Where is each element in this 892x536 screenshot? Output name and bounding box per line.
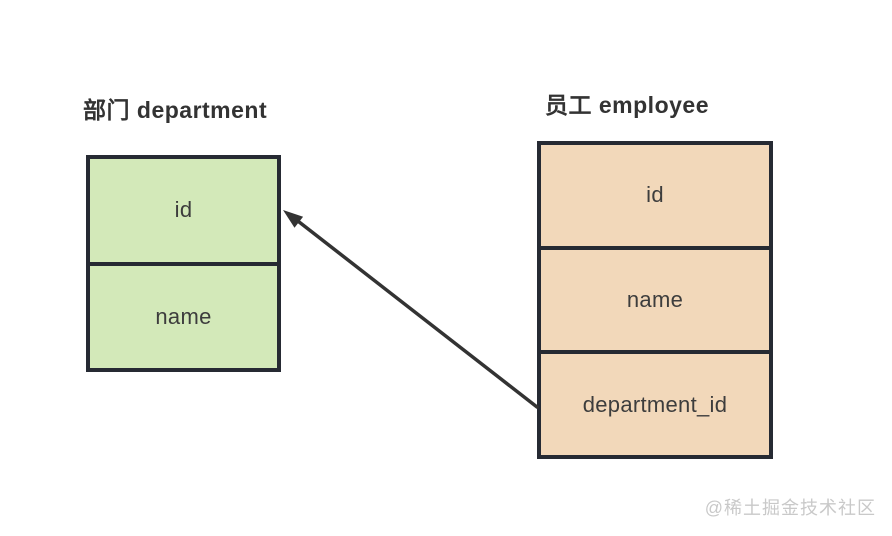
arrow-head — [283, 210, 304, 228]
watermark: @稀土掘金技术社区 — [704, 498, 876, 518]
employee-table-title: 员工 employee — [545, 92, 709, 118]
department-table-title: 部门 department — [83, 97, 268, 123]
employee-table: id name department_id — [537, 141, 773, 459]
arrow-line — [292, 216, 539, 409]
employee-row-department-id: department_id — [541, 350, 769, 455]
department-row-name: name — [90, 261, 277, 369]
department-table: id name — [86, 155, 281, 372]
department-row-id: id — [174, 197, 193, 223]
employee-row-name: name — [541, 245, 769, 351]
employee-row-id: id — [646, 182, 664, 208]
